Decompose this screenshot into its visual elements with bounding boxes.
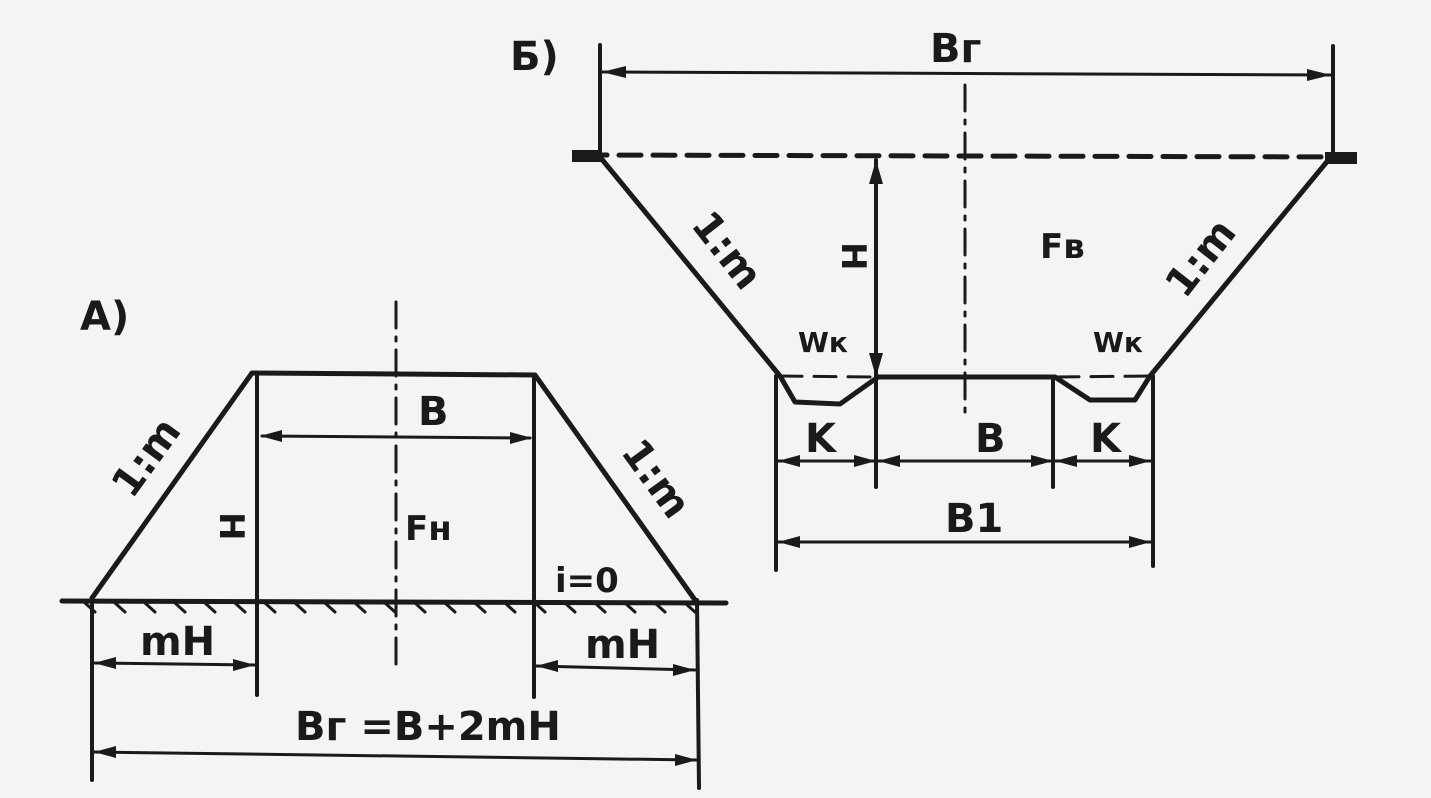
label-area: Fв [1040,227,1085,267]
ground-mark-left [572,150,602,162]
dim-base-left [92,661,257,667]
label-slope-left: 1:m [103,410,190,506]
label-berm-right: K [1090,416,1123,462]
original-ground-line [582,152,1353,160]
label-base-right: mH [585,622,660,668]
panel-b-label: Б) [510,34,559,80]
ground-mark-right [1325,152,1357,164]
label-slope-right: 1:m [612,431,699,527]
label-berm-left: K [805,416,838,462]
dim-total-width [92,750,699,762]
right-toe-vertical [695,598,701,790]
label-area: Fн [405,509,452,549]
embankment-outline [89,370,698,603]
dim-top-width [600,70,1333,77]
label-slope-left: 1:m [682,203,771,299]
label-height: H [211,512,251,540]
label-top-width: B [418,389,449,435]
label-ditch-left: Wк [798,326,848,359]
label-ditch-right: Wк [1093,326,1143,359]
ground-line [59,598,729,606]
dim-base-right [534,664,697,672]
label-top-width: Bг [930,26,981,72]
label-base-width: B1 [945,496,1003,542]
panel-a-embankment: A) B Fн i=0 mH [59,294,729,790]
label-slope-right: 1:m [1157,210,1246,306]
label-gradient: i=0 [555,561,619,601]
ditch-right-top [1055,374,1152,379]
label-base-left: mH [140,619,215,665]
label-height: H [833,242,873,270]
label-total-width: Bг =B+2mH [295,704,561,750]
panel-a-label: A) [80,294,129,340]
dim-top-width [260,434,532,440]
label-bottom-width: B [975,416,1006,462]
ditch-left-top [778,374,878,379]
